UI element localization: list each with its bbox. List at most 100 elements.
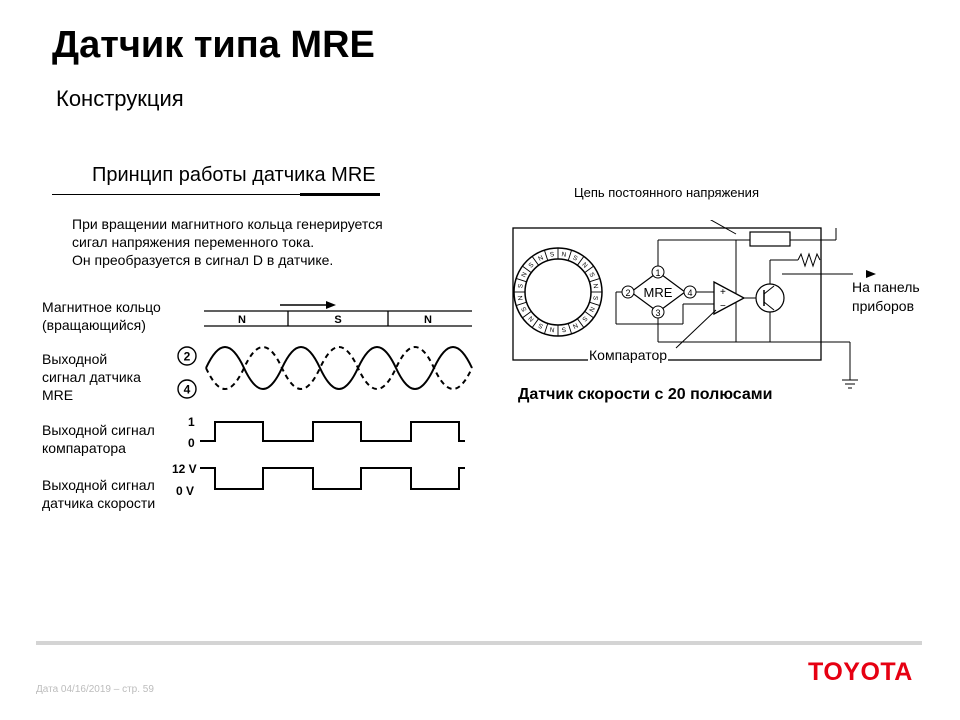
ring-pole-letter: S [561, 325, 567, 333]
ground-icon [842, 379, 858, 389]
ring-pole-letter: N [580, 261, 588, 269]
ring-pole-letter: N [517, 295, 525, 301]
speed-output-label: Выходной сигнал датчика скорости [42, 476, 155, 512]
footer-date: Дата 04/16/2019 – стр. 59 [36, 684, 154, 695]
ring-segment-divider [577, 256, 585, 266]
mre-bridge: MRE 1 2 3 4 [621, 265, 697, 319]
mre-output-label-line: Выходной [42, 351, 108, 367]
ring-pole-letter: S [549, 251, 555, 259]
page-subtitle: Конструкция [56, 86, 184, 111]
ring-segment-divider [543, 323, 549, 334]
ring-segment-divider [531, 256, 539, 266]
mre-signal-dashed [205, 346, 473, 390]
circuit-caption: Датчик скорости с 20 полюсами [518, 386, 773, 403]
section-divider-accent [300, 193, 380, 196]
ring-segment-divider [522, 311, 532, 319]
mre-output-label: Выходной сигнал датчика MRE [42, 350, 141, 404]
footer-divider [36, 641, 922, 645]
amp-plus-sign: + [720, 287, 726, 298]
ring-segment-divider [516, 301, 527, 307]
ring-pole-letter: N [537, 254, 545, 263]
description-line: При вращении магнитного кольца генерируе… [72, 216, 383, 232]
ring-segment-divider [589, 277, 600, 283]
ring-pole-letter: S [527, 261, 535, 269]
speed-output-label-line: Выходной сигнал [42, 477, 155, 493]
page-title: Датчик типа MRE [52, 24, 375, 66]
mre-label: MRE [644, 285, 673, 300]
terminal-4-marker: 4 [177, 379, 197, 399]
speed-output-label-line: датчика скорости [42, 495, 156, 511]
pole-label: N [238, 314, 246, 326]
ring-pole-letter: S [517, 283, 525, 289]
dc-label-leader [709, 220, 737, 235]
mre-output-label-line: MRE [42, 387, 74, 403]
ring-pole-letter: N [587, 305, 596, 313]
ring-pole-letter: N [520, 271, 529, 279]
section-heading: Принцип работы датчика MRE [92, 164, 376, 186]
ring-segment-divider [584, 311, 594, 319]
resistor-zigzag [797, 252, 821, 268]
speed-square-wave [200, 467, 465, 490]
terminal-number: 4 [184, 383, 191, 397]
pin-number: 2 [625, 288, 630, 298]
ring-pole-letter: S [537, 321, 545, 330]
pole-label: S [334, 314, 341, 326]
output-transistor [755, 283, 785, 313]
instrument-panel-label-line: приборов [852, 298, 915, 314]
ring-pole-letter: S [572, 254, 580, 263]
ring-pole-letter: N [549, 325, 555, 333]
ring-pole-letter: N [527, 314, 535, 322]
voltage-low-label: 0 V [176, 484, 194, 498]
instrument-panel-label-line: На панель [852, 279, 920, 295]
pin-number: 4 [687, 288, 692, 298]
pin-number: 1 [655, 268, 660, 278]
comparator-output-label-line: Выходной сигнал [42, 422, 155, 438]
ring-segment-divider [589, 301, 600, 307]
comparator-output-label-line: компаратора [42, 440, 126, 456]
comparator-amplifier: + − [713, 280, 746, 316]
description-line: Он преобразуется в сигнал D в датчике. [72, 252, 334, 268]
resistor [749, 231, 791, 247]
ring-label: Магнитное кольцо (вращающийся) [42, 298, 161, 334]
ring-pole-letter: S [591, 295, 599, 301]
comparator-label: Компаратор [588, 347, 669, 363]
ring-segment-divider [543, 250, 549, 261]
pole-label: N [424, 314, 432, 326]
level-high-label: 1 [188, 415, 195, 429]
terminal-2-marker: 2 [177, 346, 197, 366]
circuit-wiring [615, 228, 853, 380]
voltage-high-label: 12 V [172, 462, 197, 476]
ring-segment-divider [516, 277, 527, 283]
ring-pole-letter: N [561, 251, 567, 259]
mre-output-label-line: сигнал датчика [42, 369, 141, 385]
ring-segment-divider [567, 250, 573, 261]
rotation-arrow [280, 301, 336, 309]
ring-segment-divider [531, 318, 539, 328]
ring-pole-letter: N [571, 321, 579, 330]
ring-pole-letter: S [520, 305, 529, 313]
ring-segment-divider [567, 323, 573, 334]
ring-label-line: (вращающийся) [42, 317, 146, 333]
ring-label-line: Магнитное кольцо [42, 299, 161, 315]
instrument-panel-label: На панель приборов [852, 278, 920, 316]
ring-segment-divider [584, 265, 594, 273]
waveform-diagram: N S N 2 4 1 0 12 V 0 V [172, 301, 473, 498]
ring-pole-letter: S [580, 315, 588, 323]
comparator-output-label: Выходной сигнал компаратора [42, 421, 155, 457]
level-low-label: 0 [188, 436, 195, 450]
output-arrow [866, 270, 876, 278]
ring-segment-divider [577, 318, 585, 328]
brand-logo: TOYOTA [808, 658, 913, 686]
amp-minus-sign: − [720, 301, 726, 312]
ring-segment-divider [522, 265, 532, 273]
ring-pole-letter: S [587, 271, 596, 279]
description-line: сигал напряжения переменного тока. [72, 234, 315, 250]
terminal-number: 2 [184, 350, 191, 364]
mre-signal-solid [205, 346, 473, 390]
comparator-label-leader [675, 309, 717, 349]
pin-number: 3 [655, 308, 660, 318]
ring-pole-letter: N [591, 283, 599, 289]
